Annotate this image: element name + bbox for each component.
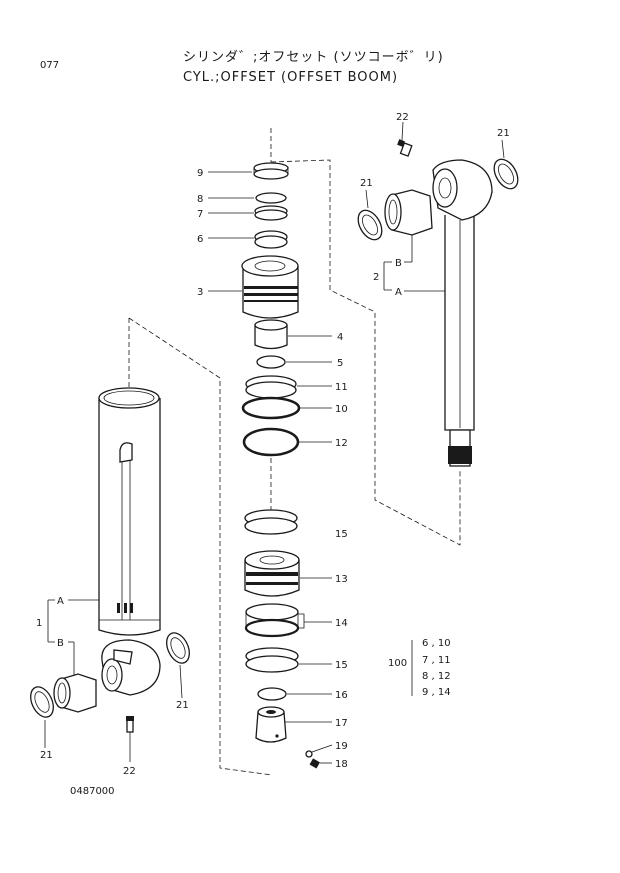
leader-lines bbox=[44, 121, 505, 764]
wear-ring-15-bottom bbox=[245, 647, 299, 673]
piston-13 bbox=[244, 550, 300, 597]
label-kit-member-2: 7 , 11 bbox=[422, 655, 451, 666]
label-part-17: 17 bbox=[335, 718, 348, 729]
label-part-2b: B bbox=[395, 258, 402, 269]
label-part-16: 16 bbox=[335, 690, 348, 701]
label-kit-member-1: 6 , 10 bbox=[422, 638, 451, 649]
label-part-2a: A bbox=[395, 287, 402, 298]
seal-8 bbox=[255, 192, 287, 204]
steel-ball-19 bbox=[305, 750, 313, 758]
tube-bushing bbox=[53, 673, 97, 713]
dust-seal-tube-left bbox=[30, 686, 54, 718]
label-part-22-bottom: 22 bbox=[123, 766, 136, 777]
cylinder-head bbox=[241, 255, 299, 319]
o-ring-10 bbox=[241, 396, 301, 420]
label-part-12: 12 bbox=[335, 438, 348, 449]
seal-9 bbox=[253, 162, 289, 180]
label-part-1a: A bbox=[57, 596, 64, 607]
label-part-10: 10 bbox=[335, 404, 348, 415]
label-kit-number: 100 bbox=[388, 658, 407, 669]
seal-7 bbox=[254, 205, 288, 221]
seal-11 bbox=[245, 375, 297, 399]
o-ring-12 bbox=[242, 427, 300, 457]
cylinder-tube bbox=[98, 387, 161, 696]
drawing-number: 0487000 bbox=[70, 786, 115, 797]
label-kit-member-4: 9 , 14 bbox=[422, 687, 451, 698]
label-part-13: 13 bbox=[335, 574, 348, 585]
page-number: 077 bbox=[40, 60, 60, 71]
piston-nut-17 bbox=[255, 706, 287, 743]
label-part-7: 7 bbox=[197, 209, 203, 220]
label-part-1b: B bbox=[57, 638, 64, 649]
wear-ring-15-top bbox=[244, 509, 298, 535]
label-part-9: 9 bbox=[197, 168, 203, 179]
set-screw-18 bbox=[309, 758, 320, 769]
label-part-22-top: 22 bbox=[396, 112, 409, 123]
label-part-8: 8 bbox=[197, 194, 203, 205]
seal-6 bbox=[254, 230, 288, 249]
label-part-6: 6 bbox=[197, 234, 203, 245]
label-part-14: 14 bbox=[335, 618, 348, 629]
label-part-11: 11 bbox=[335, 382, 348, 393]
grease-fitting-top bbox=[397, 139, 413, 157]
label-part-5: 5 bbox=[337, 358, 343, 369]
rod-bushing bbox=[384, 189, 433, 236]
piston-rod bbox=[432, 159, 493, 467]
part-labels: 9 8 7 6 3 4 5 11 10 12 15 13 14 15 16 17… bbox=[36, 112, 510, 777]
title-english: CYL.;OFFSET (OFFSET BOOM) bbox=[183, 70, 399, 85]
seal-14 bbox=[244, 603, 300, 638]
label-part-4: 4 bbox=[337, 332, 343, 343]
label-kit-member-3: 8 , 12 bbox=[422, 671, 451, 682]
dust-seal-rod-left bbox=[357, 209, 383, 241]
label-part-18: 18 bbox=[335, 759, 348, 770]
label-part-21-rod-left: 21 bbox=[360, 178, 373, 189]
snap-ring-5 bbox=[256, 355, 286, 369]
label-part-19: 19 bbox=[335, 741, 348, 752]
title-japanese: シリンダ゛;オフセット (ソツコーボ゛リ) bbox=[183, 50, 444, 65]
label-part-15-bottom: 15 bbox=[335, 660, 348, 671]
label-part-21-rod-right: 21 bbox=[497, 128, 510, 139]
bushing-4 bbox=[254, 319, 288, 350]
label-part-15-top: 15 bbox=[335, 529, 348, 540]
grease-fitting-bottom bbox=[126, 716, 134, 733]
dust-seal-tube-right bbox=[166, 632, 190, 664]
dust-seal-rod-right bbox=[493, 158, 519, 190]
ring-16 bbox=[257, 687, 287, 701]
label-part-3: 3 bbox=[197, 287, 203, 298]
label-part-21-tube-right: 21 bbox=[176, 700, 189, 711]
label-part-21-tube-left: 21 bbox=[40, 750, 53, 761]
label-part-1: 1 bbox=[36, 618, 42, 629]
label-part-2: 2 bbox=[373, 272, 379, 283]
